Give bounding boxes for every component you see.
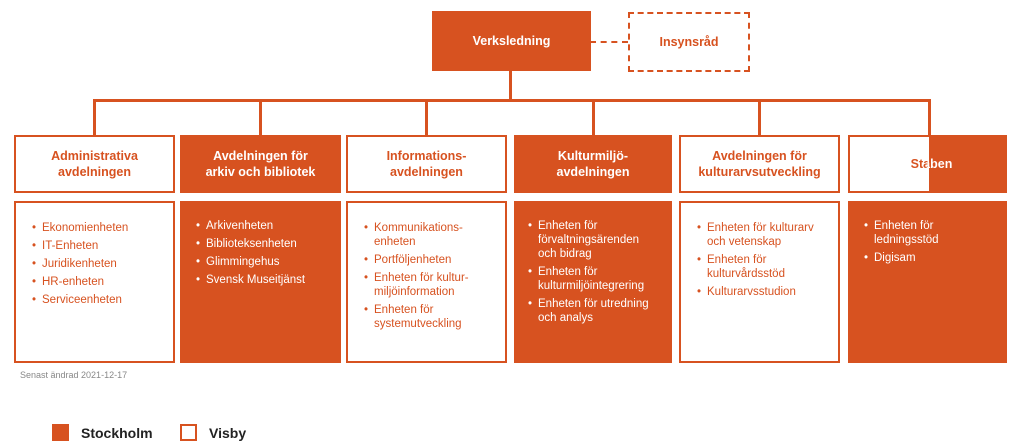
dept-kulturarv-title: Avdelningen för kulturarvsutveckling bbox=[698, 149, 821, 179]
dept-informations-units: Kommunikations- enheten Portföljenheten … bbox=[346, 201, 507, 363]
unit-item: Svensk Museitjänst bbox=[196, 273, 333, 287]
unit-item: Serviceenheten bbox=[32, 293, 165, 307]
dept-arkiv-header: Avdelningen för arkiv och bibliotek bbox=[180, 135, 341, 193]
dept-administrativa-header: Administrativa avdelningen bbox=[14, 135, 175, 193]
verksledning-box: Verksledning bbox=[432, 11, 591, 71]
connector-drop-4 bbox=[592, 99, 595, 135]
dept-informations-header: Informations- avdelningen bbox=[346, 135, 507, 193]
dept-administrativa-units: Ekonomienheten IT-Enheten Juridikenheten… bbox=[14, 201, 175, 363]
connector-drop-1 bbox=[93, 99, 96, 135]
unit-item: Biblioteksenheten bbox=[196, 237, 333, 251]
unit-item: Juridikenheten bbox=[32, 257, 165, 271]
staben-white-part bbox=[848, 135, 929, 193]
verksledning-label: Verksledning bbox=[472, 34, 551, 48]
dept-arkiv-title: Avdelningen för arkiv och bibliotek bbox=[205, 149, 316, 179]
unit-item: Enheten för kulturarv och vetenskap bbox=[697, 221, 832, 249]
unit-item: Arkivenheten bbox=[196, 219, 333, 233]
legend-stockholm-label: Stockholm bbox=[81, 424, 153, 441]
connector-drop-6 bbox=[928, 99, 931, 135]
unit-item: Kulturarvsstudion bbox=[697, 285, 832, 299]
unit-item: Glimmingehus bbox=[196, 255, 333, 269]
unit-item: Ekonomienheten bbox=[32, 221, 165, 235]
connector-drop-5 bbox=[758, 99, 761, 135]
legend-visby: Visby bbox=[180, 424, 246, 441]
connector-advisory-dashed bbox=[590, 41, 628, 43]
insynsrad-label: Insynsråd bbox=[659, 35, 719, 49]
connector-top-vertical bbox=[509, 70, 512, 100]
connector-drop-2 bbox=[259, 99, 262, 135]
unit-item: Enheten för kulturmiljöintegrering bbox=[528, 265, 666, 293]
unit-item: IT-Enheten bbox=[32, 239, 165, 253]
last-modified-note: Senast ändrad 2021-12-17 bbox=[20, 370, 128, 380]
connector-drop-3 bbox=[425, 99, 428, 135]
connector-horizontal bbox=[93, 99, 931, 102]
unit-item: Enheten för förvaltningsärenden och bidr… bbox=[528, 219, 666, 261]
dept-kulturmiljo-title: Kulturmiljö- avdelningen bbox=[556, 149, 630, 179]
unit-item: Enheten för kulturvårdsstöd bbox=[697, 253, 832, 281]
unit-item: HR-enheten bbox=[32, 275, 165, 289]
legend-filled-swatch bbox=[52, 424, 69, 441]
dept-kulturarv-header: Avdelningen för kulturarvsutveckling bbox=[679, 135, 840, 193]
dept-administrativa-title: Administrativa avdelningen bbox=[51, 149, 138, 179]
dept-staben-units: Enheten för ledningsstöd Digisam bbox=[848, 201, 1007, 363]
dept-staben-header: Staben bbox=[848, 135, 1007, 193]
unit-item: Enheten för utredning och analys bbox=[528, 297, 666, 325]
unit-item: Enheten för systemutveckling bbox=[364, 303, 497, 331]
legend-visby-label: Visby bbox=[209, 424, 247, 441]
dept-staben-title: Staben bbox=[903, 156, 953, 172]
dept-informations-title: Informations- avdelningen bbox=[386, 149, 467, 179]
unit-item: Kommunikations- enheten bbox=[364, 221, 497, 249]
dept-arkiv-units: Arkivenheten Biblioteksenheten Glimminge… bbox=[180, 201, 341, 363]
legend-stockholm: Stockholm bbox=[52, 424, 153, 441]
dept-kulturarv-units: Enheten för kulturarv och vetenskap Enhe… bbox=[679, 201, 840, 363]
unit-item: Enheten för kultur- miljöinformation bbox=[364, 271, 497, 299]
unit-item: Enheten för ledningsstöd bbox=[864, 219, 1001, 247]
dept-kulturmiljo-header: Kulturmiljö- avdelningen bbox=[514, 135, 672, 193]
insynsrad-box: Insynsråd bbox=[628, 12, 750, 72]
legend-outlined-swatch bbox=[180, 424, 197, 441]
unit-item: Portföljenheten bbox=[364, 253, 497, 267]
dept-kulturmiljo-units: Enheten för förvaltningsärenden och bidr… bbox=[514, 201, 672, 363]
unit-item: Digisam bbox=[864, 251, 1001, 265]
